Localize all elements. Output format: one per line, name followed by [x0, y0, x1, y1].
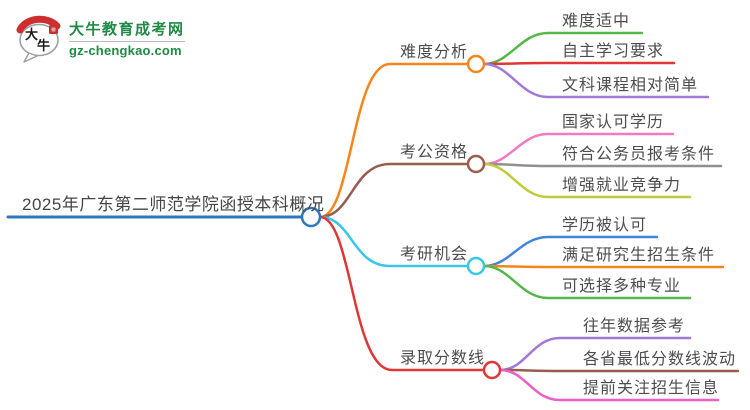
site-name: 大牛教育成考网: [69, 21, 185, 38]
leaf-degree-recognized: 学历被认可: [562, 217, 648, 234]
root-topic: 2025年广东第二师范学院函授本科概况: [22, 195, 325, 214]
leaf-moderate-difficulty: 难度适中: [562, 13, 631, 30]
leaf-past-years-data-reference: 往年数据参考: [583, 318, 686, 335]
branch-connector: [318, 215, 470, 268]
leaf-connector: [482, 162, 692, 199]
leaf-meets-civil-servant-criteria: 符合公务员报考条件: [562, 146, 716, 163]
leaf-connector: [482, 264, 725, 269]
branch-difficulty-analysis: 难度分析: [400, 44, 469, 61]
logo-divider: [69, 41, 185, 42]
leaf-connector: [482, 132, 675, 166]
logo-char-2: 牛: [37, 38, 50, 53]
leaf-connector: [482, 62, 710, 99]
leaf-connector: [482, 162, 723, 168]
leaf-stronger-employability: 增强就业竞争力: [562, 177, 682, 194]
site-url: gz-chengkao.com: [69, 43, 182, 58]
leaf-connector: [498, 336, 692, 372]
leaf-connector: [498, 368, 720, 402]
branch-node-circle: [466, 54, 486, 74]
logo-red-crescent: [16, 15, 61, 34]
branch-postgrad-opportunity: 考研机会: [400, 246, 469, 263]
logo-char-1: 大: [25, 27, 38, 42]
branch-node-circle: [466, 154, 486, 174]
leaf-connector: [498, 368, 740, 373]
leaf-connector: [482, 264, 692, 300]
branch-civil-service-eligibility: 考公资格: [400, 144, 469, 161]
leaf-multiple-majors-available: 可选择多种专业: [562, 278, 682, 295]
branch-connector: [318, 215, 486, 372]
leaf-follow-admission-info-early: 提前关注招生信息: [583, 380, 720, 397]
daniu-logo-icon: 大 牛: [16, 15, 61, 63]
branch-admission-score-line: 录取分数线: [400, 350, 486, 367]
leaf-meets-postgrad-admission: 满足研究生招生条件: [562, 247, 716, 264]
branch-connector: [318, 162, 470, 219]
leaf-connector: [482, 61, 676, 66]
leaf-nationally-recognized-degree: 国家认可学历: [562, 114, 665, 131]
branch-node-circle: [466, 256, 486, 276]
leaf-self-study-requirement: 自主学习要求: [562, 43, 665, 60]
leaf-liberal-arts-simpler: 文科课程相对简单: [562, 77, 699, 94]
leaf-provincial-min-score-fluctuation: 各省最低分数线波动: [583, 351, 737, 368]
branch-node-circle: [482, 360, 502, 380]
site-logo[interactable]: 大 牛 大牛教育成考网 gz-chengkao.com: [16, 12, 185, 64]
branch-connector: [318, 62, 470, 219]
root-node-circle: [300, 206, 322, 228]
